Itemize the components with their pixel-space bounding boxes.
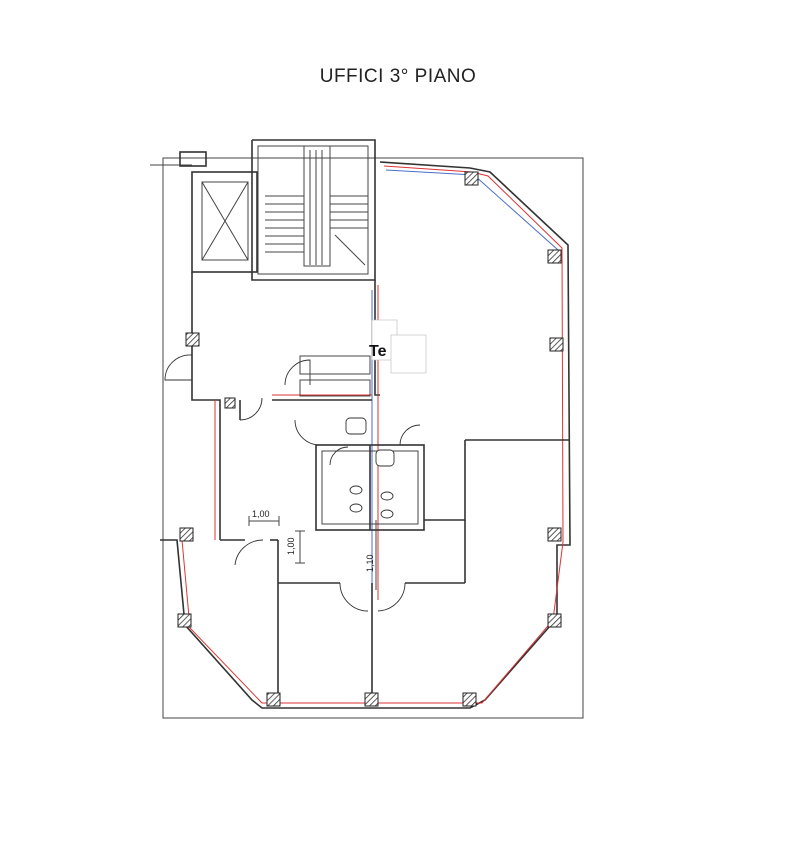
dimension-door-label: 1,10: [365, 554, 375, 572]
doors: [164, 354, 406, 612]
label-patch-2: [390, 334, 427, 374]
stair-core: [150, 139, 376, 281]
structural-columns: [177, 171, 564, 707]
room-label: Te: [369, 343, 387, 360]
dimension-width-label: 1,00: [252, 509, 270, 519]
bathroom-block: [315, 417, 425, 531]
site-boundary: [162, 157, 584, 719]
office-partitions: [220, 439, 570, 700]
building-outline: [160, 161, 571, 709]
dimension-height-label: 1,00: [286, 537, 296, 555]
plan-title: UFFICI 3° PIANO: [319, 66, 477, 87]
dimension-lines: [248, 516, 377, 590]
